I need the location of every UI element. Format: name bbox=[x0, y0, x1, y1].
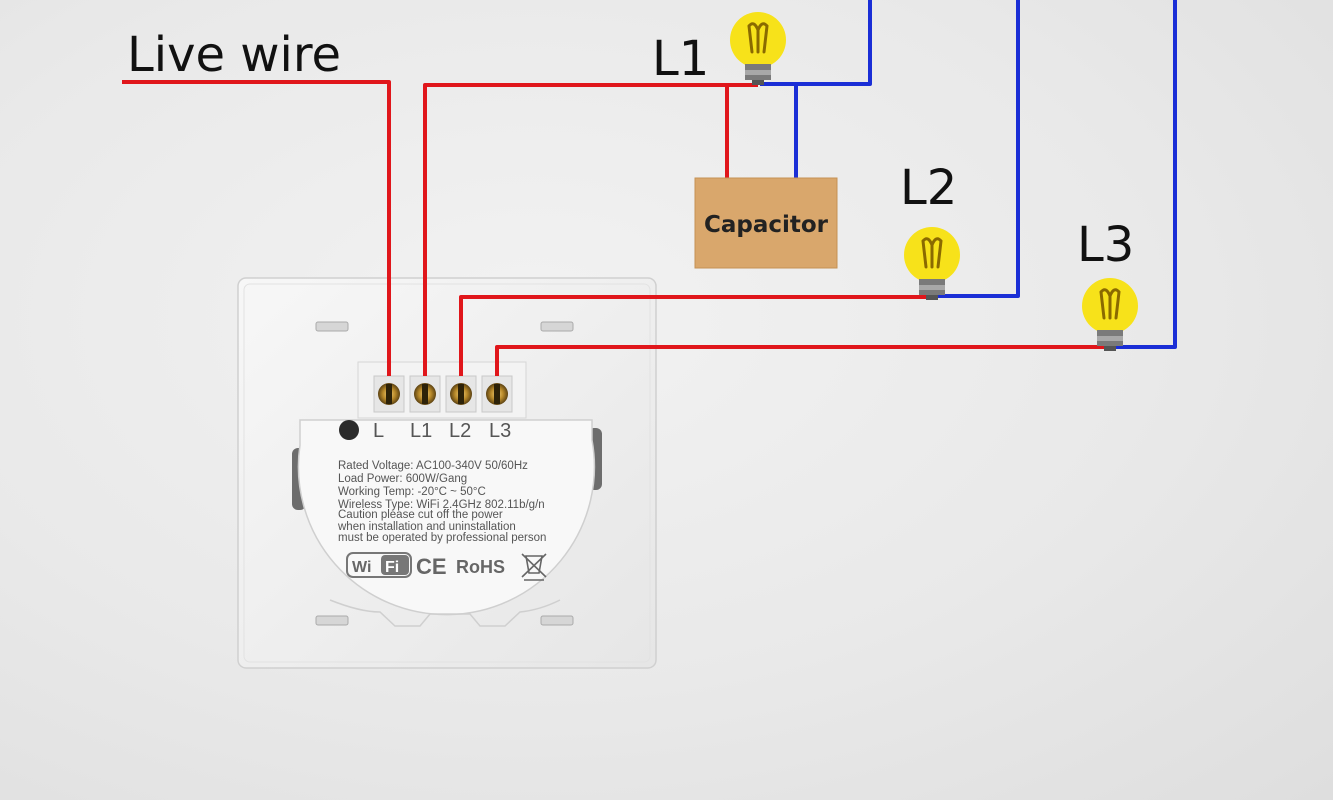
l2-label: L2 bbox=[900, 160, 957, 216]
wire-l3-red bbox=[495, 345, 1109, 376]
rohs-logo: RoHS bbox=[456, 557, 505, 577]
light-bulb-icon bbox=[1080, 276, 1140, 353]
wifi-logo-right: Fi bbox=[385, 559, 399, 576]
light-bulb-icon bbox=[728, 10, 788, 87]
capacitor: Capacitor bbox=[694, 177, 838, 269]
terminal-label-l2: L2 bbox=[449, 420, 471, 442]
wire-l3-blue bbox=[1111, 0, 1177, 349]
weee-bin-icon bbox=[521, 553, 547, 581]
terminal-label-l: L bbox=[373, 420, 384, 442]
wire-l2-blue bbox=[935, 0, 1020, 298]
ce-logo: CE bbox=[416, 554, 447, 579]
spec-text: Rated Voltage: AC100-340V 50/60Hz Load P… bbox=[337, 460, 546, 544]
light-bulb-icon bbox=[902, 225, 962, 302]
capacitor-label: Capacitor bbox=[704, 212, 829, 238]
spec-line-1: Rated Voltage: AC100-340V 50/60Hz bbox=[338, 460, 528, 472]
spec-line-7: must be operated by professional person bbox=[338, 532, 546, 544]
spec-line-4: Wireless Type: WiFi 2.4GHz 802.11b/g/n bbox=[338, 499, 545, 511]
l3-label: L3 bbox=[1077, 217, 1134, 273]
l1-label: L1 bbox=[652, 31, 709, 87]
neutral-wires bbox=[760, 0, 1177, 349]
wire-l2-red bbox=[459, 295, 932, 376]
wire-l1-red bbox=[423, 83, 758, 376]
wifi-logo-left: Wi bbox=[352, 559, 371, 576]
live-wire-input bbox=[122, 80, 391, 376]
terminal-block bbox=[373, 375, 513, 413]
live-wires bbox=[122, 80, 1109, 376]
spec-line-5: Caution please cut off the power bbox=[338, 509, 503, 521]
cert-logos: Wi Fi CE RoHS bbox=[346, 552, 547, 581]
terminal-label-l3: L3 bbox=[489, 420, 511, 442]
spec-line-6: when installation and uninstallation bbox=[337, 521, 516, 533]
spec-line-2: Load Power: 600W/Gang bbox=[338, 473, 467, 485]
terminal-label-l1: L1 bbox=[410, 420, 432, 442]
spec-line-3: Working Temp: -20°C ~ 50°C bbox=[338, 486, 486, 498]
live-wire-label: Live wire bbox=[127, 27, 341, 83]
